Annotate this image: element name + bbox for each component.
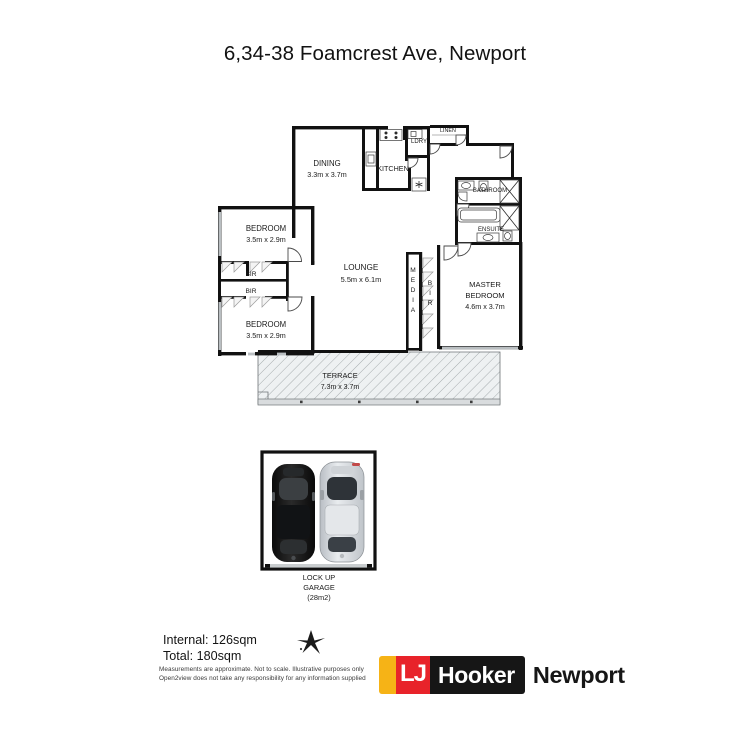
page-title: 6,34-38 Foamcrest Ave, Newport (223, 42, 527, 65)
room-label-bir-upper: BIR (246, 271, 257, 278)
room-dims-master: 4.6m x 3.7m (465, 302, 505, 311)
disclaimer-line-1: Measurements are approximate. Not to sca… (159, 666, 364, 673)
garage-block (260, 450, 377, 571)
room-label-kitchen: KITCHEN (377, 164, 409, 173)
room-label-linen: LINEN (440, 128, 456, 134)
room-label-bedroom-upper: BEDROOM (246, 224, 286, 233)
terrace-area (257, 351, 501, 406)
total-area-label: Total: 180sqm (163, 649, 242, 663)
car-black (272, 464, 315, 562)
bir-letter-b: B (428, 280, 433, 287)
wardrobe-door-tabs (420, 268, 423, 329)
logo-hooker-text: Hooker (430, 656, 525, 694)
room-dims-dining: 3.3m x 3.7m (307, 170, 347, 179)
media-letter-e: E (411, 277, 416, 284)
ensuite-shower-cross (499, 205, 520, 231)
wc-fixture-icon (411, 177, 427, 192)
room-label-dining: DINING (313, 159, 340, 168)
garage-label-line3: (28m2) (307, 593, 330, 602)
door-swings (287, 134, 513, 312)
cooktop-icon (384, 131, 398, 139)
room-dims-terrace: 7.3m x 3.7m (321, 384, 360, 391)
room-dims-bedroom-upper: 3.5m x 2.9m (246, 235, 286, 244)
disclaimer-line-2: Open2view does not take any responsibili… (159, 674, 366, 682)
room-label-master-line2: BEDROOM (465, 291, 504, 300)
room-label-master-line1: MASTER (469, 280, 501, 289)
media-letter-a: A (411, 307, 416, 314)
garage-label-line2: GARAGE (303, 583, 335, 592)
windows (218, 212, 518, 356)
area-summary: Internal: 126sqm Total: 180sqm (163, 632, 257, 664)
logo-yellow-block (379, 656, 396, 694)
disclaimer: Measurements are approximate. Not to sca… (159, 666, 366, 683)
room-dims-lounge: 5.5m x 6.1m (341, 275, 382, 284)
footer: Internal: 126sqm Total: 180sqm Measureme… (0, 628, 750, 750)
laundry-fixtures (407, 129, 423, 139)
room-dims-bedroom-lower: 3.5m x 2.9m (246, 331, 286, 340)
vertical-room-labels: M E D I A B I R (410, 267, 433, 314)
lj-hooker-logo: LJ Hooker Newport (379, 656, 625, 694)
logo-mark: LJ Hooker (379, 656, 525, 694)
garage-labels: LOCK UP GARAGE (28m2) (303, 573, 336, 602)
room-label-bathroom: BATHROOM (473, 188, 507, 194)
room-label-bedroom-lower: BEDROOM (246, 320, 286, 329)
media-letter-m: M (410, 267, 416, 274)
room-label-laundry: LDRY (411, 139, 427, 145)
bir-letter-r: R (428, 300, 433, 307)
internal-area-label: Internal: 126sqm (163, 633, 257, 647)
logo-suburb-text: Newport (532, 661, 625, 688)
room-labels: DINING 3.3m x 3.7m KITCHEN LDRY LINEN BA… (246, 128, 508, 391)
north-arrow-icon (297, 630, 325, 654)
media-letter-d: D (411, 287, 416, 294)
bir-letter-i: I (429, 290, 431, 297)
wardrobe-doors (221, 257, 434, 339)
room-label-lounge: LOUNGE (344, 263, 379, 272)
logo-lj-monogram: LJ (396, 656, 430, 694)
bathroom-shower-cross (499, 179, 520, 204)
kitchen-fixtures (365, 129, 403, 167)
garage-label-line1: LOCK UP (303, 573, 336, 582)
car-silver (319, 461, 365, 563)
media-letter-i: I (412, 297, 414, 304)
room-label-bir-lower: BIR (246, 288, 257, 295)
sink-icon (367, 154, 375, 164)
ensuite-fixtures (457, 205, 520, 243)
room-label-ensuite: ENSUITE (478, 227, 504, 233)
room-label-terrace: TERRACE (322, 371, 357, 380)
